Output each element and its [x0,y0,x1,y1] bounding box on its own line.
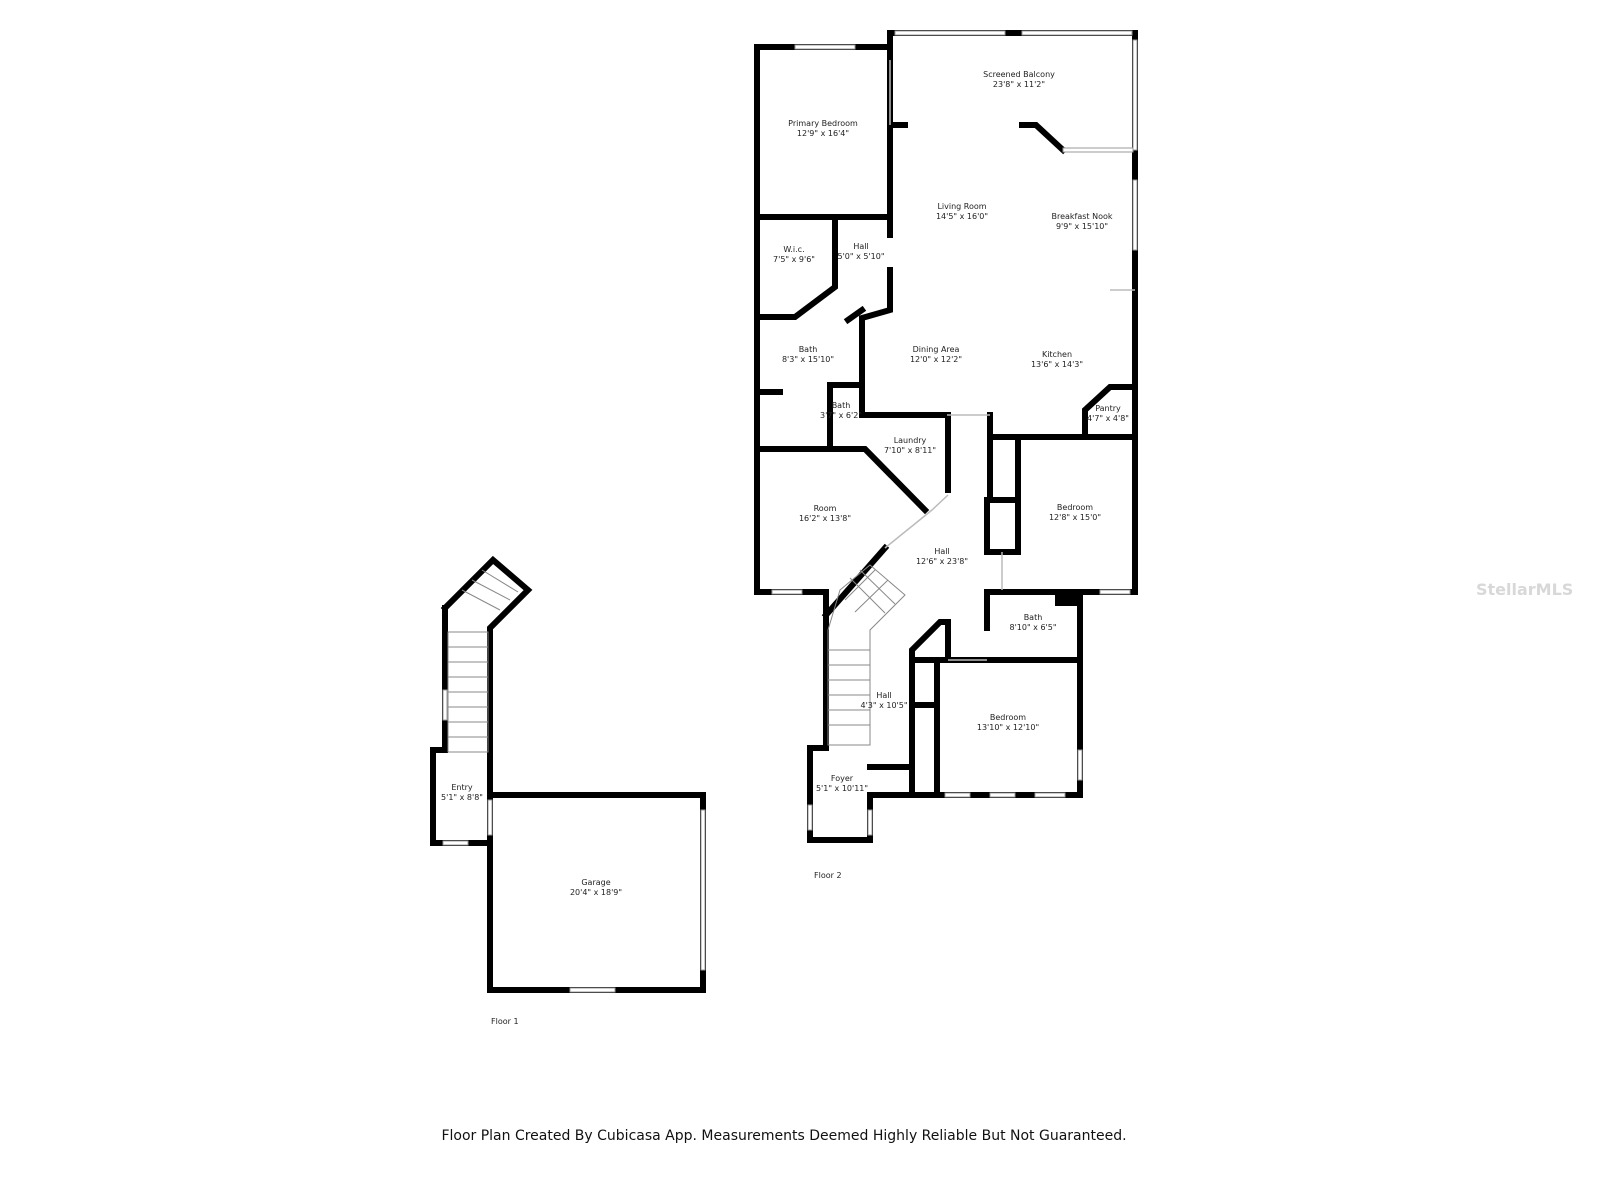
room-label-wic: W.i.c.7'5" x 9'6" [773,245,815,265]
room-name: Laundry [893,436,927,445]
room-name: Foyer [830,774,854,783]
watermark-logo: StellarMLS [1476,580,1574,599]
room-size: 12'0" x 12'2" [909,355,963,364]
floor-1-label: Floor 1 [491,1017,519,1026]
room-size: 12'8" x 15'0" [1048,513,1102,522]
room-size: 5'1" x 10'11" [815,784,869,793]
floor-2-stairs [827,564,906,746]
room-size: 9'9" x 15'10" [1055,222,1109,231]
room-size: 13'6" x 14'3" [1030,360,1084,369]
room-size: 7'10" x 8'11" [883,446,937,455]
floor-2-label: Floor 2 [814,871,842,880]
room-size: 20'4" x 18'9" [569,888,623,897]
room-name: Living Room [937,202,987,211]
room-size: 12'6" x 23'8" [915,557,969,566]
room-size: 3'7" x 6'2" [820,411,862,420]
room-name: Kitchen [1041,350,1073,359]
room-size: 8'3" x 15'10" [781,355,835,364]
room-size: 4'3" x 10'5" [860,701,908,710]
room-name: Screened Balcony [983,70,1055,79]
room-name: Bedroom [1056,503,1094,512]
room-name: Pantry [1095,404,1121,413]
room-name: Primary Bedroom [788,119,858,128]
room-size: 13'10" x 12'10" [976,723,1040,732]
room-name: W.i.c. [783,245,805,254]
room-size: 8'10" x 6'5" [1009,623,1057,632]
footer-disclaimer: Floor Plan Created By Cubicasa App. Meas… [441,1128,1127,1144]
room-name: Entry [451,783,473,792]
room-size: 16'2" x 13'8" [798,514,852,523]
room-name: Bedroom [989,713,1027,722]
room-size: 14'5" x 16'0" [935,212,989,221]
room-name: Bath [798,345,818,354]
room-name: Garage [581,878,611,887]
room-size: 7'5" x 9'6" [773,255,815,264]
room-size: 5'1" x 8'8" [441,793,483,802]
room-name: Hall [876,691,892,700]
room-name: Breakfast Nook [1051,212,1113,221]
room-size: 23'8" x 11'2" [992,80,1046,89]
room-name: Hall [934,547,950,556]
room-size: 12'9" x 16'4" [796,129,850,138]
room-name: Dining Area [912,345,960,354]
room-name: Bath [1023,613,1043,622]
floor-2-walls [754,30,1138,843]
floor-1-walls [430,555,706,993]
room-size: 5'0" x 5'10" [837,252,885,261]
room-name: Hall [853,242,869,251]
room-name: Room [813,504,837,513]
room-name: Bath [831,401,851,410]
room-size: 4'7" x 4'8" [1087,414,1129,423]
